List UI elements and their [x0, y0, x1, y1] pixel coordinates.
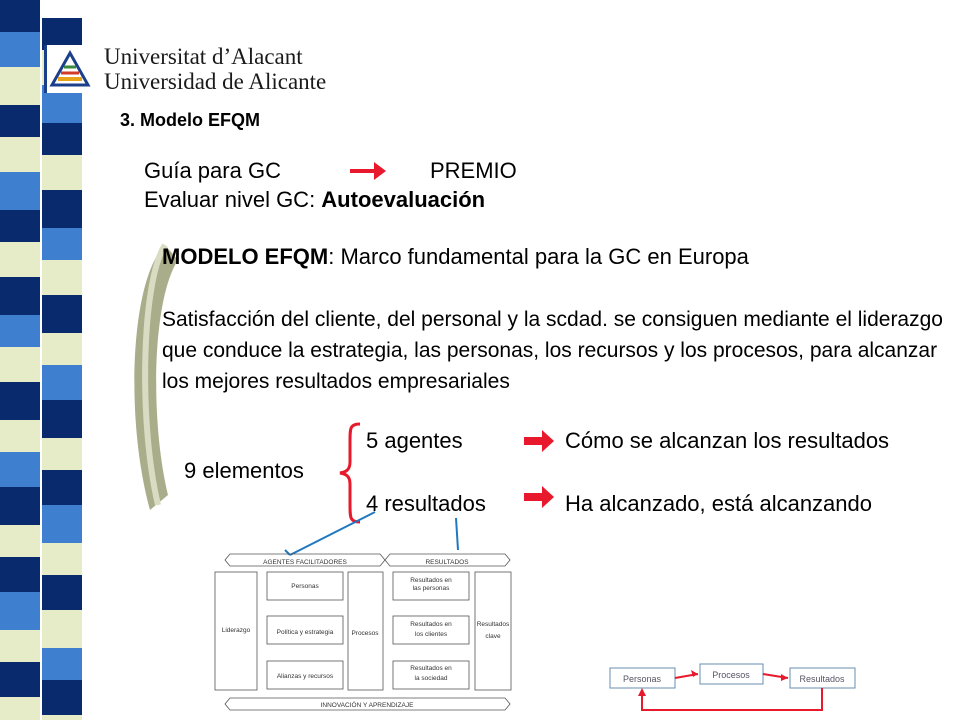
res-people-label-1: Resultados en [410, 577, 452, 584]
decorative-stripes [0, 0, 110, 720]
stripe [0, 32, 40, 67]
res-clients-box [392, 615, 470, 645]
stripe [42, 155, 82, 190]
section-title: 3. Modelo EFQM [120, 110, 261, 130]
people-label: Personas [291, 583, 319, 590]
stripe [42, 18, 82, 50]
processes-box [347, 571, 384, 691]
people-box [266, 571, 344, 601]
model-paragraph: Satisfacción del cliente, del personal y… [162, 308, 943, 393]
stripe [42, 575, 82, 610]
model-title: MODELO EFQM: Marco fundamental para la G… [162, 244, 749, 270]
leadership-label: Liderazgo [222, 627, 251, 634]
stripe [42, 123, 82, 155]
stripe [42, 365, 82, 400]
innovation-label: INNOVACIÓN Y APRENDIZAJE [321, 700, 414, 709]
key-results-box [474, 571, 512, 691]
curved-arrow-icon [134, 243, 178, 510]
guide-label: Guía para GC [144, 158, 281, 183]
stripe [0, 662, 40, 697]
stripe [42, 610, 82, 648]
stripe [0, 697, 40, 720]
agents-description: Cómo se alcanzan los resultados [565, 428, 890, 453]
efqm-model-diagram: AGENTES FACILITADORES RESULTADOS Lideraz… [214, 553, 512, 711]
stripe [42, 648, 82, 680]
stripe [0, 557, 40, 592]
red-arrow-icon [524, 430, 554, 452]
alliances-box [266, 660, 344, 690]
agents-count: 5 agentes [366, 428, 463, 453]
stripe [42, 400, 82, 438]
stripe [0, 452, 40, 487]
alliances-label: Alianzas y recursos [277, 673, 334, 680]
model-name: MODELO EFQM [162, 244, 329, 269]
stripe [0, 525, 40, 557]
stripe [0, 277, 40, 315]
results-header-arrow [384, 553, 511, 567]
stripe [0, 172, 40, 210]
stripe [42, 228, 82, 260]
res-people-label-2: las personas [413, 585, 451, 592]
flow-resultados-label: Resultados [799, 674, 845, 684]
res-clients-label-2: los clientes [415, 631, 448, 638]
results-count: 4 resultados [366, 491, 486, 516]
flow-personas-label: Personas [623, 674, 662, 684]
stripe [0, 420, 40, 452]
res-society-box [392, 660, 470, 690]
stripe [42, 190, 82, 228]
stripe [42, 470, 82, 505]
stripe [0, 487, 40, 525]
stripe [42, 260, 82, 295]
key-results-label-2: clave [485, 633, 501, 640]
stripe [0, 210, 40, 242]
processes-label: Procesos [351, 630, 379, 637]
stripe [42, 505, 82, 543]
stripe [0, 347, 40, 382]
stripe [0, 630, 40, 662]
brace-icon [339, 422, 361, 524]
stripe [42, 680, 82, 715]
stripe [0, 382, 40, 420]
stripe [42, 333, 82, 365]
stripe [42, 543, 82, 575]
evaluation-line: Evaluar nivel GC: Autoevaluación [144, 187, 485, 213]
leadership-box [214, 571, 258, 691]
stripe [0, 137, 40, 172]
stripe [0, 105, 40, 137]
stripe [0, 315, 40, 347]
self-assessment-label: Autoevaluación [321, 187, 486, 212]
stripe [42, 295, 82, 333]
key-results-label-1: Resultados [477, 621, 510, 628]
res-clients-label-1: Resultados en [410, 621, 452, 628]
res-society-label-1: Resultados en [410, 665, 452, 672]
res-people-box [392, 571, 470, 601]
results-header-label: RESULTADOS [425, 559, 469, 566]
evaluation-prefix: Evaluar nivel GC: [144, 187, 322, 212]
stripe [0, 242, 40, 277]
results-description: Ha alcanzado, está alcanzando [565, 491, 872, 516]
stripe [42, 715, 82, 720]
innovation-arrow [224, 697, 511, 711]
stripe [0, 592, 40, 630]
res-society-label-2: la sociedad [415, 675, 448, 682]
agents-header-label: AGENTES FACILITADORES [263, 559, 347, 566]
university-name-catalan: Universitat d’Alacant [104, 44, 303, 69]
university-name-spanish: Universidad de Alicante [104, 69, 327, 94]
stripe [42, 438, 82, 470]
model-description: : Marco fundamental para la GC en Europa [328, 244, 749, 269]
elements-total: 9 elementos [184, 458, 304, 483]
process-flow-diagram: Personas Procesos Resultados [609, 663, 856, 711]
stripe [0, 67, 40, 105]
stripe [0, 0, 40, 32]
agents-header-arrow [224, 553, 386, 567]
award-label: PREMIO [430, 158, 517, 183]
policy-box [266, 615, 344, 645]
policy-label: Política y estrategia [277, 629, 334, 636]
red-arrow-icon [350, 162, 386, 180]
university-logo [44, 45, 96, 93]
flow-procesos-label: Procesos [712, 670, 750, 680]
red-arrow-icon [524, 486, 554, 508]
